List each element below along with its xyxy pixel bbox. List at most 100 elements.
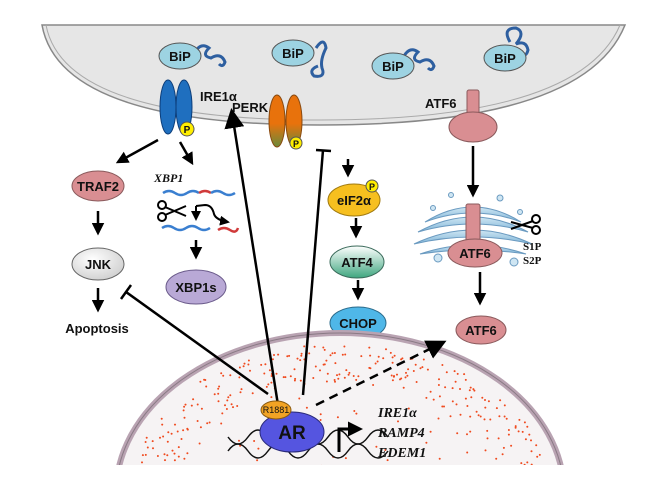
chromatin-dot	[334, 380, 336, 383]
chromatin-dot	[472, 388, 475, 391]
chromatin-dot	[263, 372, 266, 375]
chromatin-dot	[487, 400, 490, 403]
chromatin-dot	[325, 359, 328, 362]
chromatin-dot	[251, 392, 254, 395]
chromatin-dot	[505, 417, 508, 420]
chromatin-dot	[336, 416, 339, 419]
eif2a-node: eIF2α P	[327, 179, 381, 217]
chromatin-dot	[401, 357, 404, 360]
chromatin-dot	[196, 403, 199, 406]
chromatin-dot	[338, 373, 341, 376]
chromatin-dot	[441, 364, 444, 366]
chromatin-dot	[300, 352, 303, 355]
chromatin-dot	[326, 372, 329, 375]
chromatin-dot	[502, 446, 505, 449]
chromatin-dot	[426, 368, 429, 371]
chromatin-dot	[369, 367, 372, 370]
chromatin-dot	[355, 412, 358, 415]
chromatin-dot	[464, 378, 467, 381]
chromatin-dot	[184, 403, 187, 406]
chromatin-dot	[437, 417, 440, 420]
bip-label: BiP	[494, 51, 516, 66]
chromatin-dot	[242, 365, 245, 368]
chromatin-dot	[238, 376, 241, 379]
chromatin-dot	[277, 353, 280, 356]
chromatin-dot	[161, 423, 164, 426]
chromatin-dot	[445, 371, 448, 374]
chromatin-dot	[391, 361, 394, 364]
chromatin-dot	[389, 351, 392, 354]
chromatin-dot	[176, 430, 179, 433]
chromatin-dot	[177, 455, 180, 458]
chromatin-dot	[503, 404, 506, 407]
er-compartment	[41, 24, 627, 126]
chromatin-dot	[456, 372, 459, 375]
chromatin-dot	[369, 354, 372, 357]
bip-protein: BiP	[483, 26, 530, 72]
chromatin-dot	[220, 422, 223, 425]
inhibit-ar-jnk	[119, 284, 269, 396]
chromatin-dot	[526, 461, 529, 464]
chromatin-dot	[514, 425, 517, 428]
chromatin-dot	[264, 363, 267, 366]
scissors-icon	[157, 200, 187, 222]
chromatin-dot	[240, 388, 243, 391]
arrow-ire1-traf2	[115, 138, 159, 164]
chromatin-dot	[344, 457, 347, 460]
chromatin-dot	[392, 375, 395, 378]
chromatin-dot	[323, 348, 326, 351]
chromatin-dot	[530, 450, 533, 453]
perk-receptor: P PERK	[232, 94, 303, 150]
nucleus	[0, 330, 650, 493]
traf2-node: TRAF2	[71, 170, 125, 202]
chromatin-dot	[455, 403, 458, 406]
chromatin-dot	[208, 421, 211, 424]
chromatin-dot	[282, 376, 285, 379]
chromatin-dot	[483, 418, 486, 421]
chromatin-dot	[343, 345, 346, 348]
chromatin-dot	[336, 374, 338, 377]
chromatin-dot	[289, 375, 292, 378]
chromatin-dot	[414, 363, 417, 366]
chromatin-dot	[390, 374, 393, 377]
chromatin-dot	[247, 359, 250, 362]
ar-label: AR	[278, 423, 306, 444]
bip-protein: BiP	[371, 48, 436, 80]
chromatin-dot	[451, 400, 454, 403]
chromatin-dot	[319, 419, 322, 421]
chromatin-dot	[503, 415, 506, 418]
chop-label: CHOP	[339, 316, 377, 331]
target-gene-label: IRE1α	[377, 406, 417, 421]
xbp1-mrna-label: XBP1	[153, 171, 183, 185]
arrow-ire1-xbp1	[178, 141, 194, 166]
chromatin-dot	[357, 375, 360, 378]
chromatin-dot	[333, 352, 336, 354]
chromatin-dot	[438, 395, 441, 398]
chromatin-dot	[484, 399, 486, 401]
chromatin-dot	[146, 446, 149, 449]
ire1-label: IRE1α	[200, 89, 237, 104]
chromatin-dot	[441, 405, 444, 408]
chromatin-dot	[299, 379, 302, 382]
chromatin-dot	[429, 390, 432, 393]
chromatin-dot	[507, 429, 510, 431]
chromatin-dot	[437, 384, 440, 386]
chromatin-dot	[239, 391, 242, 394]
chromatin-dot	[421, 366, 424, 369]
chromatin-dot	[270, 381, 273, 384]
chromatin-dot	[243, 362, 246, 365]
atf4-label: ATF4	[341, 255, 373, 270]
chromatin-dot	[284, 376, 287, 379]
chromatin-dot	[177, 446, 180, 449]
chromatin-dot	[393, 354, 396, 357]
chromatin-dot	[470, 396, 473, 399]
chromatin-dot	[226, 399, 229, 402]
chromatin-dot	[238, 439, 240, 442]
chromatin-dot	[535, 444, 538, 447]
chromatin-dot	[521, 430, 524, 433]
chromatin-dot	[308, 352, 311, 355]
ire1-receptor: P IRE1α	[159, 79, 237, 137]
chromatin-dot	[523, 421, 526, 424]
chromatin-dot	[415, 381, 418, 383]
chromatin-dot	[453, 370, 456, 373]
